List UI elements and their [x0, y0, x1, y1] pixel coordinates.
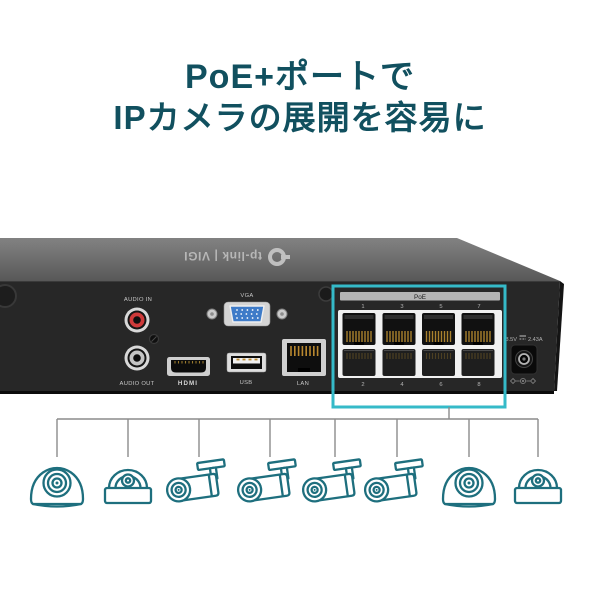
headline: PoE+ポートで IPカメラの展開を容易に	[0, 56, 600, 138]
poe-port-number: 6	[439, 382, 442, 388]
power-current-label: 2.43A	[528, 337, 543, 343]
small-screw	[148, 333, 160, 345]
panel-screw-left	[0, 284, 17, 308]
usb-port: USB	[226, 352, 267, 386]
poe-highlight-box	[331, 284, 507, 409]
headline-line-1: PoE+ポートで	[185, 58, 415, 96]
chassis-top-surface	[0, 238, 560, 281]
rj45-jack	[342, 313, 376, 345]
audio-in-port: AUDIO IN	[124, 297, 152, 333]
dc-symbol-icon	[519, 335, 526, 340]
bullet-camera-icon	[235, 458, 301, 505]
poe-port-number: 4	[400, 382, 404, 388]
poe-port-panel	[338, 310, 502, 378]
vga-pins	[235, 309, 259, 319]
usb-contacts	[236, 358, 258, 361]
lan-label: LAN	[297, 381, 309, 387]
connection-wires	[56, 407, 539, 457]
headline-line-2: IPカメラの展開を容易に	[113, 99, 487, 136]
turret-camera-icon	[29, 466, 85, 508]
rj45-jack	[422, 349, 455, 376]
rj45-jack	[342, 349, 376, 376]
power-section: 3.5V 2.43A	[505, 335, 543, 385]
audio-in-label: AUDIO IN	[124, 297, 152, 303]
rj45-jack	[382, 349, 416, 376]
rj45-jack	[422, 313, 455, 345]
vga-port: VGA	[206, 293, 288, 327]
usb-label: USB	[240, 380, 253, 386]
rj45-jack	[382, 313, 416, 345]
brand-text: tp-link | VIGI	[184, 249, 262, 263]
poe-port-number: 8	[477, 382, 480, 388]
rj45-jack	[461, 349, 495, 376]
chassis-right-edge	[554, 281, 564, 391]
poe-section: PoE 1 3 5 7 2 4 6 8	[338, 292, 502, 388]
polarity-icon	[509, 377, 537, 385]
lan-port: LAN	[282, 339, 326, 387]
poe-header-label: PoE	[414, 294, 426, 301]
tp-link-logo-tail	[281, 255, 290, 259]
poe-jacks-top-row	[342, 313, 495, 345]
panel-screw-mid	[318, 286, 334, 302]
audio-out-port: AUDIO OUT	[120, 345, 155, 387]
poe-port-number: 3	[400, 304, 403, 310]
poe-port-number: 2	[361, 382, 364, 388]
hdmi-contacts	[174, 361, 204, 364]
brand-logo: tp-link | VIGI	[184, 248, 290, 266]
hdmi-port: HDMI	[167, 357, 210, 387]
audio-out-label: AUDIO OUT	[120, 381, 155, 387]
bullet-camera-icon	[164, 458, 230, 505]
bullet-camera-icon	[300, 458, 366, 505]
power-voltage-label: 3.5V	[505, 337, 517, 343]
poe-port-number: 5	[439, 304, 442, 310]
chassis-bottom-edge	[0, 391, 554, 394]
poe-port-number: 1	[361, 304, 364, 310]
rj45-jack	[461, 313, 495, 345]
vga-label: VGA	[240, 293, 253, 299]
dome-camera-icon	[103, 468, 153, 505]
poe-jacks-bottom-row	[342, 349, 495, 376]
bullet-camera-icon	[362, 458, 428, 505]
dome-camera-icon	[513, 468, 563, 505]
poe-header-bar	[340, 292, 500, 301]
poe-port-number: 7	[477, 304, 480, 310]
camera-row	[29, 458, 563, 508]
turret-camera-icon	[441, 466, 497, 508]
hdmi-label: HDMI	[178, 380, 198, 387]
lan-pins	[290, 346, 319, 356]
